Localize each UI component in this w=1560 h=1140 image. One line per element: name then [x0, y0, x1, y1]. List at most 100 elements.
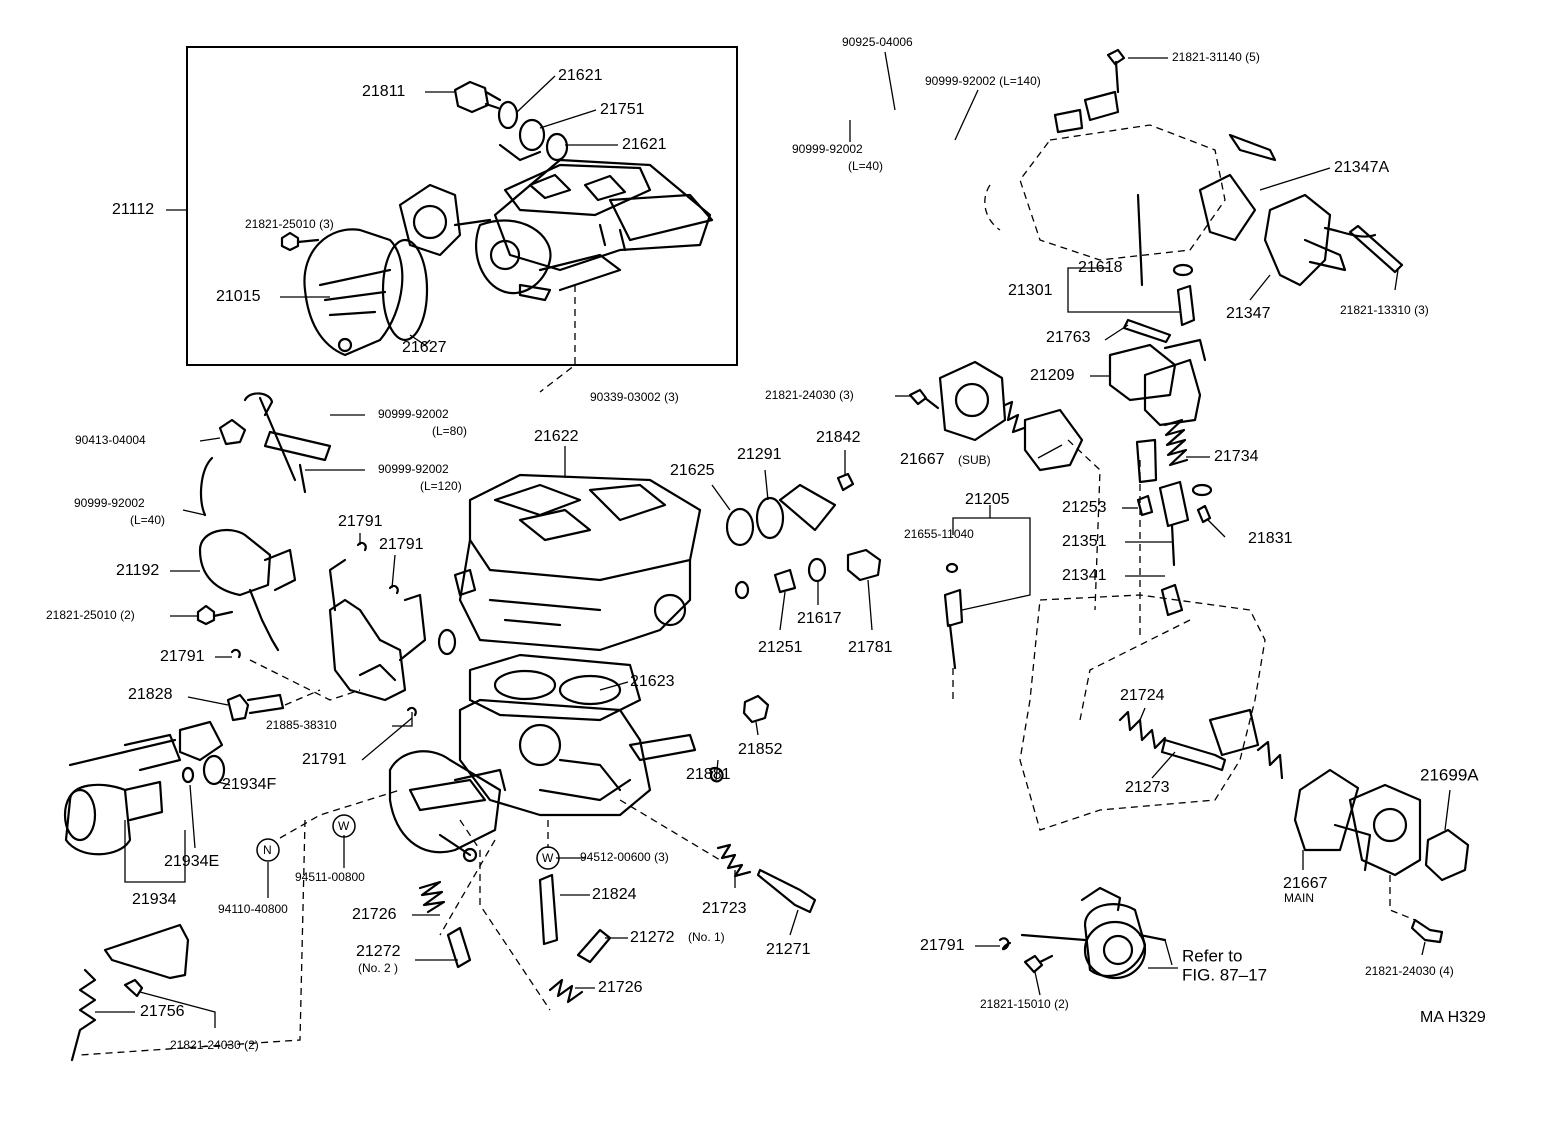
gasket-21831-drawing: [1191, 483, 1213, 497]
screw-21272-no1-drawing: [576, 928, 612, 964]
screw-21821-24030-3-drawing: [908, 388, 940, 410]
gasket-21621a-drawing: [497, 100, 519, 130]
gasket-21655-drawing: [945, 562, 959, 574]
label-21253: 21253: [1062, 499, 1107, 516]
throttle-linkage-drawing: [388, 750, 507, 863]
label-21291: 21291: [737, 446, 782, 463]
gasket-21291-drawing: [755, 496, 785, 540]
label-21821-25010-2: 21821-25010 (2): [46, 608, 135, 622]
label-21756: 21756: [140, 1003, 185, 1020]
label-21791c: 21791: [160, 648, 205, 665]
diaphragm-housing-sub-drawing: [938, 360, 1084, 472]
cap-21699A-drawing: [1424, 828, 1470, 882]
valve-21341-drawing: [1160, 583, 1184, 617]
small-ring-drawing: [734, 580, 750, 600]
label-21791d: 21791: [302, 751, 347, 768]
label-21852: 21852: [738, 741, 783, 758]
label-21251: 21251: [758, 639, 803, 656]
screw-21821-24030-2-drawing: [123, 978, 144, 998]
label-90339-03002: 90339-03002 (3): [590, 390, 679, 404]
label-21617: 21617: [797, 610, 842, 627]
diaphragm-21667-main-drawing: [1293, 768, 1360, 852]
refer-to-line2: FIG. 87–17: [1182, 965, 1267, 984]
label-90413-04004: 90413-04004: [75, 433, 146, 447]
screw-21272-no2-drawing: [446, 926, 472, 969]
label-21272-no2-tag: (No. 2 ): [358, 961, 398, 975]
hose-fittings-drawing: [199, 392, 332, 517]
choke-linkage-drawing: [328, 558, 427, 702]
label-21811: 21811: [362, 83, 405, 100]
label-21781: 21781: [848, 639, 893, 656]
spring-21723-drawing: [716, 843, 752, 878]
air-horn-21622-drawing: [453, 473, 702, 652]
carburetor-assembly-drawing: [398, 158, 714, 302]
label-90999-92002-l80-length: (L=80): [432, 424, 467, 438]
tube-21751-drawing: [498, 143, 542, 162]
label-21347: 21347: [1226, 305, 1271, 322]
label-21205: 21205: [965, 491, 1010, 508]
washer-symbol-w2: W: [542, 851, 554, 865]
plug-21781-drawing: [846, 548, 882, 582]
label-21618: 21618: [1078, 259, 1123, 276]
label-21272-no1: 21272: [630, 929, 675, 946]
jet-21205-drawing: [943, 588, 964, 670]
screw-21821-25010-2-drawing: [196, 604, 234, 626]
spring-21726a-drawing: [418, 880, 446, 914]
brackets-top-drawing: [1053, 90, 1277, 162]
piston-21253-drawing: [1135, 438, 1158, 484]
label-90999-92002-l140: 90999-92002 (L=140): [925, 74, 1041, 88]
fitting-21811-drawing: [453, 80, 502, 114]
figure-code: MA H329: [1420, 1009, 1486, 1026]
label-21723: 21723: [702, 900, 747, 917]
bracket-drawing: [103, 923, 190, 980]
label-90925-04006: 90925-04006: [842, 35, 913, 49]
alignment-lines: [79, 285, 1416, 1056]
nut-symbol-circle: [256, 838, 280, 862]
label-21351: 21351: [1062, 533, 1107, 550]
jet-21831-drawing: [1196, 504, 1212, 524]
part-labels: 21811 21621 21751 21621 21112 21821-2501…: [46, 35, 1486, 1052]
label-21724: 21724: [1120, 687, 1165, 704]
label-90999-92002-l120: 90999-92002: [378, 462, 449, 476]
screw-21273-drawing: [1160, 738, 1227, 772]
pin-21763-drawing: [1122, 318, 1172, 344]
ring-21934E-drawing: [181, 766, 195, 784]
ring-left-drawing: [437, 628, 457, 656]
valve-21301-drawing: [1176, 284, 1196, 327]
label-94511-00800: 94511-00800: [295, 870, 365, 884]
label-90999-92002-top-length: (L=40): [848, 159, 883, 173]
label-21347A: 21347A: [1334, 159, 1389, 176]
gasket-21621b-drawing: [545, 132, 569, 162]
label-21192: 21192: [116, 562, 159, 579]
nut-symbol-n: N: [263, 843, 272, 857]
label-21699A: 21699A: [1420, 765, 1479, 784]
label-21791e: 21791: [920, 937, 965, 954]
vacuum-unit-drawing: [1020, 886, 1167, 980]
label-21821-24030-3: 21821-24030 (3): [765, 388, 854, 402]
jet-21251-drawing: [773, 568, 797, 594]
bolt-21821-13310-drawing: [1348, 224, 1404, 274]
clip-21791c-drawing: [230, 648, 241, 659]
label-21622: 21622: [534, 428, 579, 445]
label-21842: 21842: [816, 429, 861, 446]
label-21272-no1-tag: (No. 1): [688, 930, 725, 944]
label-21791b: 21791: [379, 536, 424, 553]
label-21934E: 21934E: [164, 853, 219, 870]
needle-21301-drawing: [1136, 193, 1144, 287]
label-21885-38310: 21885-38310: [266, 718, 337, 732]
label-21667-sub-tag: (SUB): [958, 453, 991, 467]
label-21821-24030-4: 21821-24030 (4): [1365, 964, 1454, 978]
gasket-21347A-drawing: [1198, 173, 1257, 242]
union-21751-drawing: [518, 118, 546, 152]
refer-to-line1: Refer to: [1182, 946, 1242, 965]
label-21655-11040: 21655-11040: [904, 527, 974, 541]
label-21272-no2: 21272: [356, 943, 401, 960]
label-21623: 21623: [630, 673, 675, 690]
jet-21253-drawing: [1136, 494, 1154, 517]
screw-21828-drawing: [226, 693, 285, 722]
label-21301: 21301: [1008, 282, 1053, 299]
screw-21271-drawing: [756, 868, 817, 914]
label-21824: 21824: [592, 886, 637, 903]
label-90999-92002-l120-length: (L=120): [420, 479, 462, 493]
